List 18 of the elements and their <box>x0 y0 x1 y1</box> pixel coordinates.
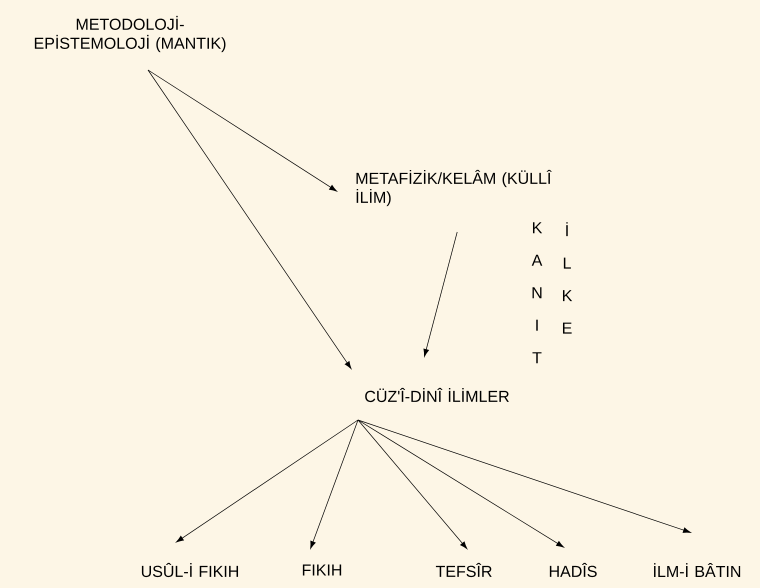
vertical-label: İLKE <box>562 222 572 334</box>
arrow <box>310 420 358 549</box>
topic-text: USÛL-İ FIKIH <box>142 562 238 578</box>
topic-text: FIKIH <box>302 564 342 576</box>
topic-text: TEFSÎR <box>436 562 492 578</box>
arrow <box>358 420 564 548</box>
topic-text: METAFİZİK/KELÂM (KÜLLÎ İLİM) <box>356 170 552 206</box>
topic-text: İLM-İ BÂTIN <box>654 563 740 577</box>
topic-text: HADÎS <box>550 562 597 578</box>
arrow <box>148 70 337 192</box>
topic-text: CÜZ'Î-DİNÎ İLİMLER <box>365 388 509 402</box>
arrow <box>148 70 352 370</box>
arrow <box>358 420 691 533</box>
arrow <box>424 232 458 357</box>
arrow <box>176 420 358 542</box>
arrow <box>358 420 468 550</box>
vertical-label: KANIT <box>532 222 542 364</box>
topic-text: METODOLOJİ-EPİSTEMOLOJİ (MANTIK) <box>34 16 226 52</box>
